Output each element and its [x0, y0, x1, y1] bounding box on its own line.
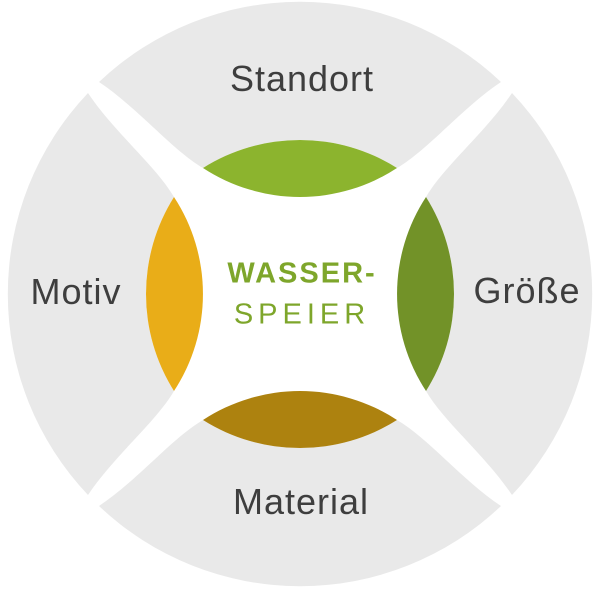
segment-material [99, 420, 501, 587]
segment-label-motiv: Motiv [30, 271, 122, 312]
lens-standort-icon [203, 139, 397, 197]
segment-label-groesse: Größe [473, 270, 581, 311]
segment-standort [99, 1, 501, 169]
segment-groesse [426, 93, 593, 495]
center-title: WASSER- SPEIER [227, 253, 376, 334]
lens-groesse-icon [397, 197, 454, 391]
segment-motiv [7, 93, 174, 495]
center-title-line2: SPEIER [233, 298, 371, 330]
center-title-line1: WASSER- [227, 257, 377, 290]
lens-motiv-icon [146, 197, 203, 391]
segment-label-standort: Standort [229, 58, 375, 99]
segment-label-material: Material [232, 481, 370, 522]
lens-material-icon [203, 391, 397, 449]
